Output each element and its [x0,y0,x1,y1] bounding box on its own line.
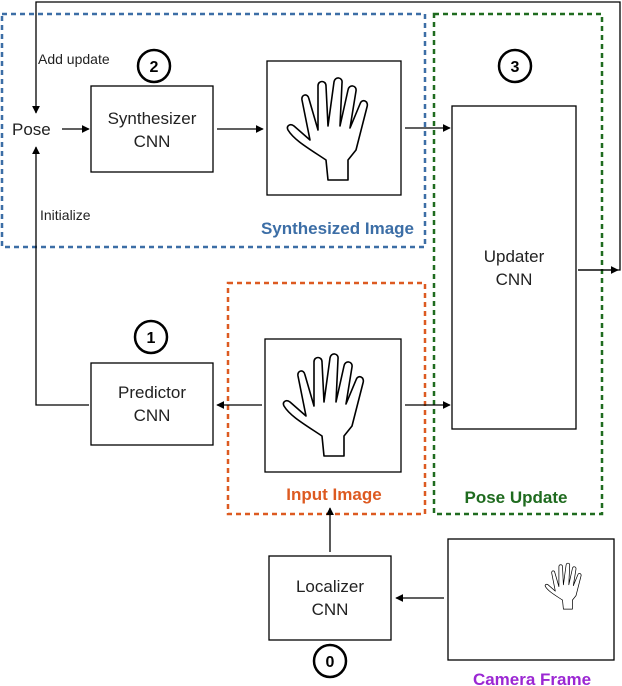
input-image-label: Input Image [286,485,381,504]
initialize-label: Initialize [40,207,91,223]
updater-cnn-box [451,105,577,430]
predictor-cnn-line1: Predictor [118,383,186,402]
synthesizer-cnn-line2: CNN [134,132,171,151]
camera-frame-box [447,538,615,661]
step-2-circle [136,48,172,84]
pose-update-group [432,12,604,516]
pose-label: Pose [12,120,51,139]
pose-update-label: Pose Update [465,488,568,507]
arrow-predictor-to-pose [32,146,89,406]
synthesized-image-label: Synthesized Image [261,219,414,238]
step-0-number: 0 [326,654,335,671]
step-1-number: 1 [147,330,156,347]
localizer-cnn-box [268,555,392,641]
add-update-label: Add update [38,51,110,67]
synthesizer-cnn-line1: Synthesizer [108,109,197,128]
input-image-box [264,338,402,473]
predictor-cnn-line2: CNN [134,406,171,425]
synthesizer-cnn-box [90,85,214,173]
step-1-circle [133,319,169,355]
camera-frame-label: Camera Frame [473,670,591,686]
step-3-number: 3 [511,59,520,76]
updater-cnn-line1: Updater [484,247,545,266]
step-0-circle [312,643,348,679]
localizer-cnn-line1: Localizer [296,577,364,596]
predictor-cnn-box [90,362,214,446]
step-2-number: 2 [150,59,159,76]
updater-cnn-line2: CNN [496,270,533,289]
synthesized-image-group [0,12,427,249]
step-3-circle [497,48,533,84]
localizer-cnn-line2: CNN [312,600,349,619]
